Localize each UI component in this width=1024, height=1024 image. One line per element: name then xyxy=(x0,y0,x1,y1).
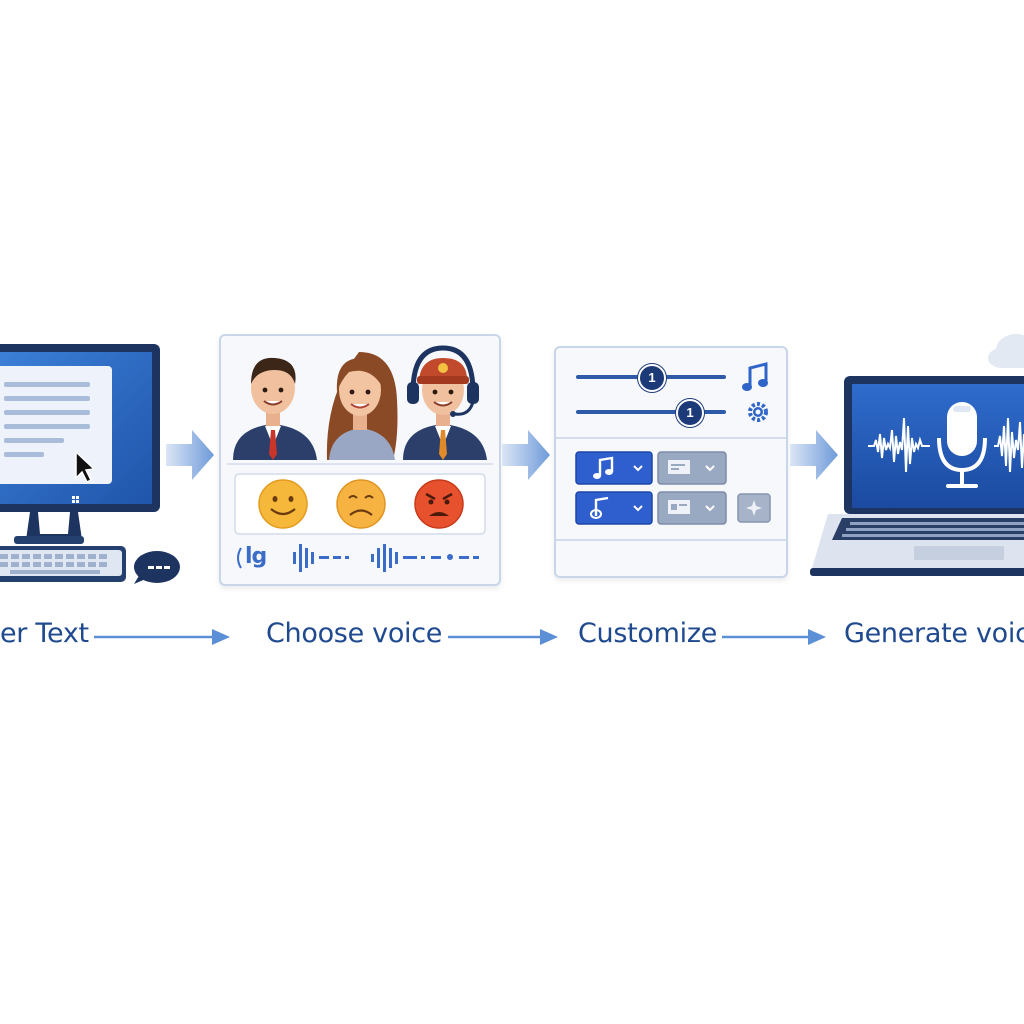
cloud-icon xyxy=(988,334,1024,368)
music-note-icon xyxy=(742,362,768,391)
slider-value: 1 xyxy=(648,370,656,385)
label-arrow-icon xyxy=(448,626,560,648)
flow-arrow-icon xyxy=(790,428,840,482)
audio-dropdown-button xyxy=(575,491,653,525)
label-arrow-icon xyxy=(94,626,232,648)
gear-icon xyxy=(748,402,768,422)
happy-face-icon xyxy=(258,479,308,529)
flow-arrow-icon xyxy=(502,428,552,482)
step-label-customize: Customize xyxy=(578,618,718,649)
man-avatar-icon xyxy=(233,357,317,460)
format-dropdown-button xyxy=(657,491,727,525)
voice-waveform-icon xyxy=(237,544,479,572)
microphone-icon xyxy=(937,402,987,488)
label-arrow-icon xyxy=(722,626,828,648)
slider-knob[interactable]: 1 xyxy=(676,399,704,427)
sad-face-icon xyxy=(336,479,386,529)
step-label-generate-voice: Generate voice xyxy=(844,618,1024,649)
format-dropdown-button xyxy=(657,451,727,485)
step-label-enter-text: er Text xyxy=(0,618,89,649)
flow-arrow-icon xyxy=(166,428,216,482)
step-label-choose-voice: Choose voice xyxy=(266,618,443,649)
headset-agent-avatar-icon xyxy=(403,345,487,460)
angry-face-icon xyxy=(414,479,464,529)
waveform-text: lg xyxy=(245,544,267,569)
slider-value: 1 xyxy=(686,405,694,420)
laptop-microphone-icon xyxy=(806,322,1024,582)
slider-knob[interactable]: 1 xyxy=(638,364,666,392)
settings-panel: 1 1 xyxy=(554,346,788,578)
effect-button xyxy=(737,493,771,523)
audio-dropdown-button xyxy=(575,451,653,485)
voice-avatars-panel: lg xyxy=(219,334,501,586)
woman-avatar-icon xyxy=(326,352,398,460)
desktop-computer-icon xyxy=(0,330,190,590)
